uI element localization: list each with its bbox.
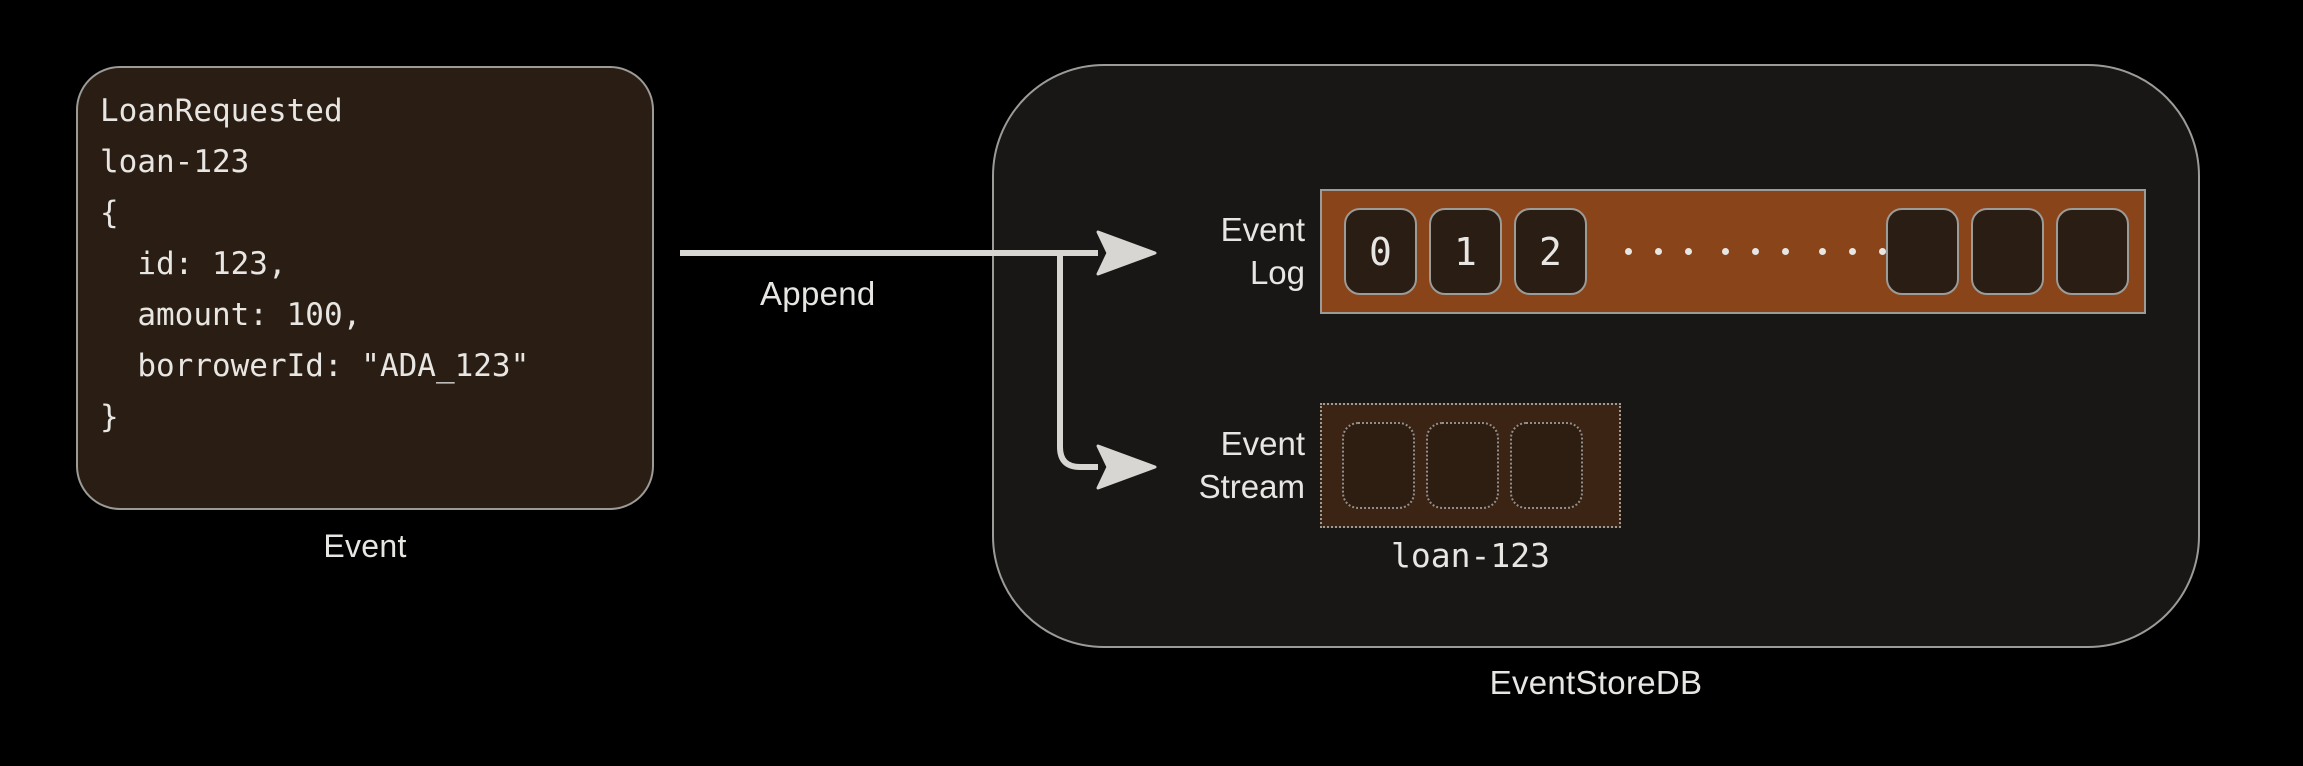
ellipsis-dot-group [1819, 248, 1886, 255]
event-stream-empty-cell [1510, 422, 1583, 509]
event-log-cell: 0 [1344, 208, 1417, 295]
event-stream-label-line1: Event [1220, 425, 1305, 462]
ellipsis-dot [1879, 248, 1886, 255]
event-log-tail-cells [1886, 208, 2129, 295]
event-log-empty-cell [1971, 208, 2044, 295]
ellipsis-dot [1782, 248, 1789, 255]
event-stream-label: Event Stream [1070, 422, 1305, 508]
ellipsis-dot [1655, 248, 1662, 255]
event-stream-id: loan-123 [1391, 536, 1550, 575]
append-label: Append [760, 275, 876, 312]
event-log-cell: 2 [1514, 208, 1587, 295]
ellipsis-dot [1722, 248, 1729, 255]
event-card: LoanRequested loan-123 { id: 123, amount… [76, 66, 654, 510]
ellipsis-dot-group [1625, 248, 1692, 255]
eventstoredb-container [992, 64, 2200, 648]
event-log-empty-cell [1886, 208, 1959, 295]
ellipsis-dot [1849, 248, 1856, 255]
event-log-band: 0 1 2 [1320, 189, 2146, 314]
event-stream-empty-cell [1426, 422, 1499, 509]
ellipsis-dot [1685, 248, 1692, 255]
event-stream-label-line2: Stream [1198, 468, 1305, 505]
ellipsis-dot [1819, 248, 1826, 255]
event-stream-band [1320, 403, 1621, 528]
event-card-caption: Event [323, 528, 407, 564]
event-log-cell: 1 [1429, 208, 1502, 295]
event-log-label-line2: Log [1249, 254, 1305, 291]
ellipsis-dot [1752, 248, 1759, 255]
event-log-label: Event Log [1095, 208, 1305, 294]
event-payload-code: LoanRequested loan-123 { id: 123, amount… [100, 93, 530, 435]
event-log-empty-cell [2056, 208, 2129, 295]
ellipsis-dot [1625, 248, 1632, 255]
event-stream-empty-cell [1342, 422, 1415, 509]
eventstoredb-caption: EventStoreDB [1489, 664, 1703, 701]
event-log-ellipsis [1599, 248, 1886, 255]
event-log-label-line1: Event [1220, 211, 1305, 248]
ellipsis-dot-group [1722, 248, 1789, 255]
